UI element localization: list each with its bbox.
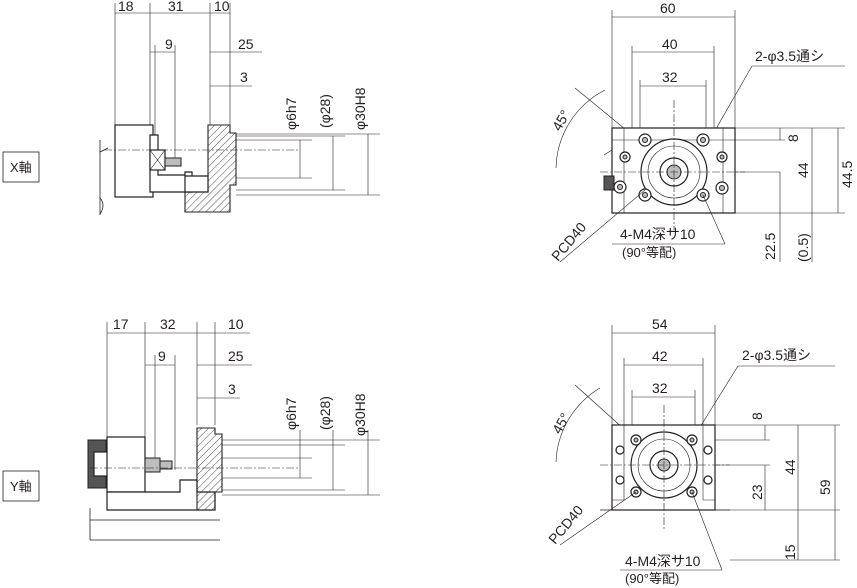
x-front-dim-8: 8 [785, 134, 801, 142]
y-front-dim-15: 15 [782, 544, 798, 560]
x-front-dim-44: 44 [795, 162, 811, 178]
y-front-dim-59: 59 [817, 479, 833, 495]
x-front-dim-0-5: (0.5) [795, 233, 811, 262]
x-side-dim-3: 3 [240, 69, 248, 85]
x-side-dim-18: 18 [118, 0, 134, 14]
y-front-dim-23: 23 [749, 484, 765, 500]
y-front-pcd: PCD40 [545, 502, 586, 547]
x-front-dim-40: 40 [662, 36, 678, 52]
y-side-dim-3: 3 [228, 381, 236, 397]
y-front-hole-note: 2-φ3.5通シ [742, 347, 811, 363]
x-front-angle: 45° [549, 107, 573, 133]
x-front-dim-22-5: 22.5 [762, 233, 778, 260]
y-front-dim-54: 54 [652, 316, 668, 332]
y-side-dim-phi6h7: φ6h7 [283, 397, 299, 430]
x-side-dim-phi28: (φ28) [317, 94, 333, 128]
x-front-tap-note: 4-M4深サ10 [620, 226, 696, 242]
x-front-pcd: PCD40 [548, 219, 589, 264]
x-side-dim-10: 10 [214, 0, 230, 14]
x-front-dim-60: 60 [660, 0, 676, 16]
x-side-dim-phi6h7: φ6h7 [283, 97, 299, 130]
x-front-dim-44-5: 44.5 [839, 161, 855, 188]
y-front-tap-note2: (90°等配) [625, 571, 679, 586]
y-axis-label-box: Y軸 [2, 470, 40, 502]
y-front-dim-32: 32 [652, 380, 668, 396]
y-front-view: 54 42 32 45° 2-φ3.5通シ [545, 316, 840, 586]
y-side-dim-32: 32 [160, 316, 176, 332]
x-side-dim-phi30h8: φ30H8 [352, 87, 368, 130]
y-side-dim-9: 9 [158, 348, 166, 364]
x-side-dim-9: 9 [165, 36, 173, 52]
y-front-tap-note: 4-M4深サ10 [625, 553, 701, 569]
x-side-dim-25: 25 [238, 36, 254, 52]
x-front-hole-note: 2-φ3.5通シ [755, 48, 824, 64]
y-side-dim-17: 17 [113, 316, 129, 332]
y-side-dim-10: 10 [228, 316, 244, 332]
y-side-dim-phi28: (φ28) [317, 396, 333, 430]
y-front-angle: 45° [549, 410, 573, 436]
x-front-dim-32: 32 [662, 69, 678, 85]
x-axis-label: X軸 [10, 160, 32, 175]
x-front-view: 60 40 32 45° 2-φ3.5通シ [548, 0, 855, 264]
x-side-view: 18 31 10 9 25 3 [99, 0, 380, 215]
x-front-holes [613, 133, 729, 202]
y-front-dim-8: 8 [749, 412, 765, 420]
y-side-view: 17 32 10 9 25 3 [87, 316, 380, 541]
y-front-dim-42: 42 [652, 348, 668, 364]
y-side-dim-phi30h8: φ30H8 [352, 393, 368, 436]
x-side-dim-31: 31 [168, 0, 184, 14]
y-axis-label: Y軸 [10, 479, 32, 494]
x-front-tap-note2: (90°等配) [622, 245, 676, 260]
y-front-dim-44: 44 [782, 459, 798, 475]
x-axis-label-box: X軸 [2, 151, 40, 183]
y-side-dim-25: 25 [228, 348, 244, 364]
